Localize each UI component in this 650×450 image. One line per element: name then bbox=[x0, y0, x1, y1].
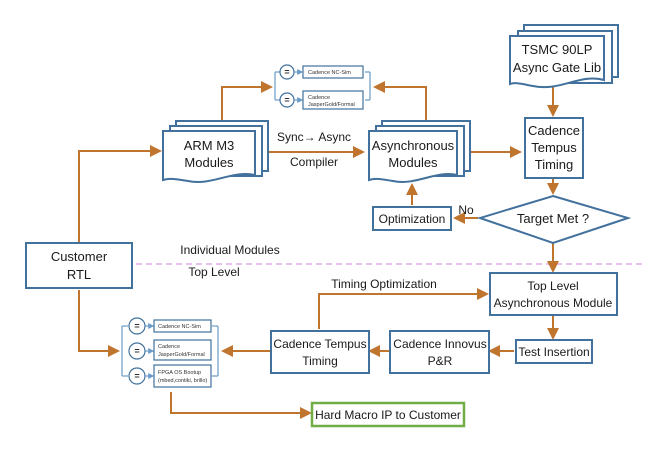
top-level-label: Top Level bbox=[527, 279, 578, 293]
node-test-insertion: Test Insertion bbox=[515, 339, 593, 364]
divider-label-top-level: Top Level bbox=[188, 265, 239, 279]
equivalence-symbol: = bbox=[134, 321, 139, 331]
verification-item-jaspergold bbox=[153, 339, 212, 361]
equivalence-symbol: = bbox=[284, 95, 289, 105]
arrow-rtl-to-verification bbox=[78, 290, 120, 357]
no-branch-label: No bbox=[458, 203, 474, 217]
verification-item-label: Cadence bbox=[158, 344, 180, 350]
tempus-label: Cadence bbox=[528, 123, 580, 138]
equivalence-symbol: = bbox=[134, 346, 139, 356]
node-cadence-tempus-timing-bottom: Cadence Tempus Timing bbox=[270, 330, 370, 374]
innovus-label: Cadence Innovus bbox=[393, 337, 486, 351]
node-optimization: Optimization bbox=[372, 206, 452, 231]
top-level-label: Asynchronous Module bbox=[494, 296, 613, 310]
test-insertion-label: Test Insertion bbox=[518, 345, 589, 359]
compiler-label: Compiler bbox=[290, 155, 338, 169]
customer-rtl-label: Customer bbox=[51, 249, 108, 264]
verification-item-label: JasperGold/Formal bbox=[308, 102, 355, 108]
verification-group-top: = Cadence NC-Sim = Cadence JasperGold/Fo… bbox=[274, 64, 371, 110]
verification-item-label: Cadence bbox=[308, 95, 330, 101]
arm-modules-label: Modules bbox=[184, 155, 234, 170]
verification-item-ncsim bbox=[153, 319, 212, 333]
tsmc-lib-label: TSMC 90LP bbox=[522, 42, 593, 57]
equivalence-symbol: = bbox=[134, 371, 139, 381]
compiler-label: Sync→ Async bbox=[277, 130, 351, 144]
verification-item-label: FPGA OS Bootup bbox=[158, 370, 201, 376]
tempus-label: Tempus bbox=[531, 140, 577, 155]
tempus-label: Timing bbox=[535, 157, 574, 172]
node-arm-m3-modules: ARM M3 Modules bbox=[162, 120, 269, 183]
arm-modules-label: ARM M3 bbox=[184, 138, 235, 153]
verification-item-label: Cadence NC-Sim bbox=[308, 70, 351, 76]
arrow-rtl-to-arm bbox=[78, 145, 162, 243]
node-cadence-tempus-timing-top: Cadence Tempus Timing bbox=[524, 117, 584, 179]
hard-macro-label: Hard Macro IP to Customer bbox=[315, 408, 461, 422]
arrow-async-to-verification bbox=[373, 81, 427, 121]
node-cadence-innovus: Cadence Innovus P&R bbox=[389, 330, 490, 374]
async-modules-label: Asynchronous bbox=[372, 138, 455, 153]
optimization-label: Optimization bbox=[379, 212, 446, 226]
decision-target-met: Target Met ? bbox=[476, 194, 632, 245]
verification-item-ncsim bbox=[302, 65, 364, 79]
node-top-level-asynchronous-module: Top Level Asynchronous Module bbox=[489, 272, 618, 316]
equivalence-symbol: = bbox=[284, 67, 289, 77]
arrow-timing-optimization bbox=[318, 288, 489, 329]
node-asynchronous-modules: Asynchronous Modules bbox=[368, 120, 471, 183]
customer-rtl-label: RTL bbox=[67, 267, 91, 282]
verification-group-bottom: = Cadence NC-Sim = Cadence JasperGold/Fo… bbox=[121, 317, 219, 388]
tsmc-lib-label: Async Gate Lib bbox=[513, 60, 601, 75]
tempus-bottom-label: Cadence Tempus bbox=[273, 337, 366, 351]
tempus-bottom-label: Timing bbox=[302, 354, 338, 368]
node-tsmc-gate-lib: TSMC 90LP Async Gate Lib bbox=[509, 24, 619, 89]
async-modules-label: Modules bbox=[388, 155, 438, 170]
innovus-label: P&R bbox=[428, 354, 453, 368]
verification-item-label: Cadence NC-Sim bbox=[158, 324, 201, 330]
target-met-label: Target Met ? bbox=[517, 211, 589, 226]
node-customer-rtl: Customer RTL bbox=[25, 242, 133, 289]
node-hard-macro-ip: Hard Macro IP to Customer bbox=[310, 401, 466, 428]
verification-item-jaspergold bbox=[302, 90, 364, 110]
arrow-arm-to-verification bbox=[221, 81, 273, 124]
verification-item-fpga-bootup bbox=[153, 364, 212, 388]
divider-label-individual: Individual Modules bbox=[180, 243, 279, 257]
verification-item-label: JasperGold/Formal bbox=[158, 352, 205, 358]
verification-item-label: (mbed,contiki, brillo) bbox=[158, 378, 207, 384]
timing-optimization-label: Timing Optimization bbox=[331, 277, 437, 291]
arrow-to-hard-macro bbox=[170, 392, 312, 419]
